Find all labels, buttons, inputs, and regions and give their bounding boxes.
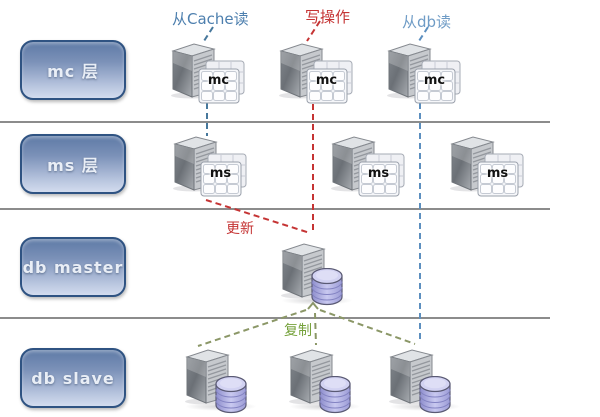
layer-badge-db-master: db master	[20, 237, 126, 297]
database-cylinder-icon	[310, 268, 344, 306]
ms-server-2: ms	[329, 134, 407, 200]
ms-server-1: ms	[171, 134, 249, 200]
database-cylinder-icon	[214, 376, 248, 414]
update-label: 更新	[226, 221, 254, 237]
server-card-label: mc	[423, 73, 446, 88]
write-op-label: 写操作	[305, 8, 351, 26]
db-master-server	[279, 241, 359, 311]
cache-grid-icon: ms	[477, 153, 524, 197]
database-cylinder-icon	[318, 376, 352, 414]
mc-server-1: mc	[169, 41, 247, 107]
cache-grid-icon: mc	[306, 60, 353, 104]
server-card-label: ms	[486, 166, 509, 181]
read-db-label: 从db读	[402, 13, 452, 31]
layer-badge-mc: mc 层	[20, 40, 126, 100]
separator-master-slave	[0, 317, 550, 319]
layer-badge-ms: ms 层	[20, 134, 126, 194]
ms-server-3: ms	[448, 134, 526, 200]
separator-ms-master	[0, 208, 550, 210]
mc-server-3: mc	[385, 41, 463, 107]
separator-mc-ms	[0, 121, 550, 123]
db-slave-server-3	[387, 347, 467, 417]
database-cylinder-icon	[418, 376, 452, 414]
server-card-label: mc	[315, 73, 338, 88]
cache-grid-icon: ms	[358, 153, 405, 197]
cache-grid-icon: ms	[200, 153, 247, 197]
layer-badge-db-slave: db slave	[20, 348, 126, 408]
read-cache-label: 从Cache读	[172, 10, 249, 28]
cache-grid-icon: mc	[198, 60, 245, 104]
update-flow-line	[205, 199, 311, 234]
replicate-label: 复制	[284, 323, 312, 339]
db-slave-server-1	[183, 347, 263, 417]
server-card-label: mc	[207, 73, 230, 88]
cache-grid-icon: mc	[414, 60, 461, 104]
mc-server-2: mc	[277, 41, 355, 107]
server-card-label: ms	[367, 166, 390, 181]
db-slave-server-2	[287, 347, 367, 417]
server-card-label: ms	[209, 166, 232, 181]
